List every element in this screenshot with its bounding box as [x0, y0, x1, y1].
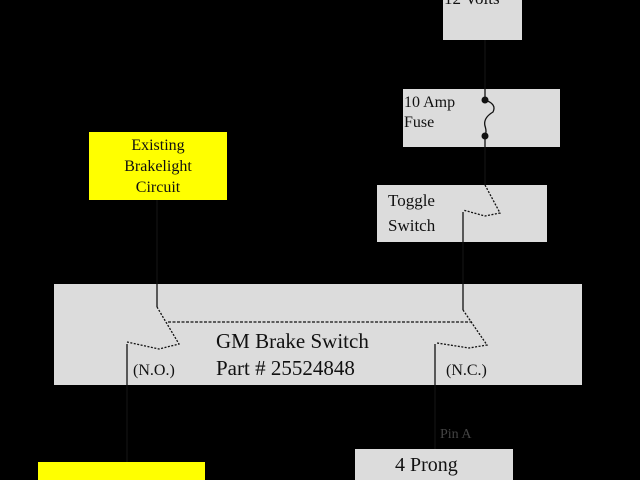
toggle-label-2: Switch: [388, 216, 436, 235]
no-label: (N.O.): [133, 362, 175, 379]
existing-brakelight-box: Existing Brakelight Circuit: [89, 132, 227, 200]
toggle-lever: [462, 184, 501, 217]
toggle-switch-box: Toggle Switch: [377, 185, 547, 242]
pin-a-label: Pin A: [440, 427, 472, 442]
existing-label-1: Existing: [131, 137, 185, 154]
fuse-label-2: Fuse: [404, 114, 435, 131]
fuse-label-1: 10 Amp: [404, 94, 456, 111]
fuse-terminal-bottom: [481, 132, 489, 140]
power-label: 12 Volts: [444, 0, 500, 9]
prong-label: 4 Prong: [395, 454, 458, 476]
output-box: [38, 462, 205, 480]
nc-label: (N.C.): [446, 362, 487, 379]
brake-switch-title: GM Brake Switch: [216, 329, 369, 353]
power-box: 12 Volts: [443, 0, 522, 40]
four-prong-box: 4 Prong: [355, 449, 513, 480]
no-lever: [126, 306, 181, 350]
toggle-label-1: Toggle: [388, 191, 435, 210]
existing-label-2: Brakelight: [124, 158, 192, 175]
brake-switch-part: Part # 25524848: [216, 356, 355, 380]
fuse-terminal-top: [481, 96, 489, 104]
fuse-element: [484, 99, 495, 137]
existing-label-3: Circuit: [135, 179, 181, 196]
fuse-box: 10 Amp Fuse: [403, 89, 560, 147]
gm-brake-switch-box: GM Brake Switch Part # 25524848 (N.O.) (…: [54, 284, 582, 385]
nc-lever: [436, 309, 489, 349]
